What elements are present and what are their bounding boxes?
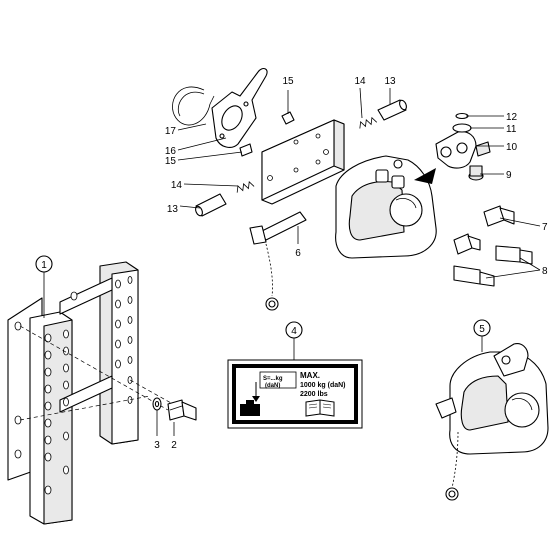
- callout-8: 8: [542, 266, 548, 277]
- washer: [152, 397, 162, 411]
- callout-15-upper: 15: [282, 76, 294, 87]
- leader-lines: [43, 87, 541, 436]
- callout-12: 12: [506, 112, 518, 123]
- latch-clamp: [435, 131, 491, 169]
- locking-pin-lower: [195, 193, 227, 217]
- callout-15-lower: 15: [165, 156, 177, 167]
- callout-circle-5: [473, 319, 491, 337]
- locking-pin-upper: [377, 99, 407, 121]
- decal-max-label: MAX.: [300, 371, 320, 380]
- housing-bolt-lower: [453, 265, 495, 287]
- callout-11: 11: [506, 124, 517, 135]
- load-warning-decal: S=...kg (daN) MAX. 1000 kg (daN) 2200 lb…: [227, 359, 363, 429]
- callout-10: 10: [506, 142, 518, 153]
- clamp-nut: [452, 123, 472, 133]
- decal-gauge-line2: (daN): [265, 383, 280, 389]
- callout-17: 17: [165, 126, 177, 137]
- callout-1: 1: [41, 260, 47, 271]
- lever-plate: [211, 67, 268, 148]
- callout-circle-1: [35, 255, 53, 273]
- callout-6: 6: [295, 248, 301, 259]
- callout-13-upper: 13: [384, 76, 396, 87]
- spring-upper: [359, 116, 378, 129]
- callout-13-lower: 13: [167, 204, 179, 215]
- housing-bolt-upper: [483, 205, 515, 227]
- decal-gauge-line1: S=...kg: [263, 376, 283, 382]
- housing-bolt-right: [495, 245, 533, 265]
- assembled-coupling: [435, 343, 549, 501]
- callout-16: 16: [165, 146, 177, 157]
- callout-3: 3: [154, 440, 160, 451]
- manual-book-icon: [305, 399, 335, 417]
- callout-9: 9: [506, 170, 512, 181]
- mounting-rail-plate: [7, 261, 181, 525]
- mounting-bolt: [167, 399, 197, 421]
- clamp-screw: [468, 165, 484, 181]
- spring-lower: [236, 181, 255, 193]
- callout-14-upper: 14: [354, 76, 366, 87]
- callout-14-lower: 14: [171, 180, 183, 191]
- dowel-pins: [239, 111, 295, 157]
- callout-2: 2: [171, 440, 177, 451]
- hitch-pin-with-chain: [249, 211, 307, 311]
- callout-4: 4: [291, 326, 297, 337]
- callout-circle-4: [285, 321, 303, 339]
- retaining-ring: [172, 86, 215, 126]
- decal-load-kg: 1000 kg (daN): [300, 382, 346, 389]
- decal-load-lbs: 2200 lbs: [300, 391, 328, 398]
- callout-7: 7: [542, 222, 548, 233]
- housing-bolt-mid: [453, 233, 481, 255]
- callout-5: 5: [479, 324, 485, 335]
- coupling-housing: [335, 155, 437, 259]
- coupling-plate: [261, 119, 345, 205]
